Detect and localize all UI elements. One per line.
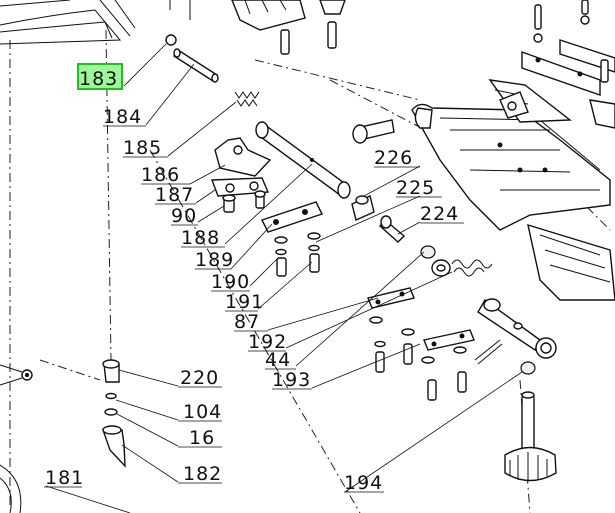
- part-bolt-stack-left: [274, 232, 321, 277]
- callout-181[interactable]: 181: [45, 467, 84, 489]
- part-nut-washer: [420, 245, 451, 277]
- callout-192[interactable]: 192: [248, 331, 287, 353]
- part-bolt-226: [352, 119, 395, 144]
- callout-182[interactable]: 182: [183, 463, 222, 485]
- left-bottom-parts: [0, 364, 33, 513]
- part-left-column: [102, 359, 126, 468]
- leader-lines: [45, 43, 523, 513]
- callout-183[interactable]: 183: [79, 68, 118, 90]
- part-latch-plates: [211, 137, 272, 197]
- callout-labels: 183 184 185 186 187 90 188 189 190 191 8…: [45, 68, 459, 494]
- callout-184[interactable]: 184: [103, 106, 142, 128]
- part-pin: [173, 48, 219, 83]
- part-ball: [165, 34, 177, 46]
- label-underlines: [44, 125, 464, 488]
- part-long-tube: [255, 121, 351, 199]
- callout-191[interactable]: 191: [225, 291, 264, 313]
- top-bracket: [231, 0, 346, 55]
- callout-225[interactable]: 225: [396, 177, 435, 199]
- callout-90[interactable]: 90: [171, 205, 197, 227]
- part-arm-link: [477, 298, 557, 359]
- callout-224[interactable]: 224: [420, 203, 459, 225]
- callout-190[interactable]: 190: [211, 271, 250, 293]
- callout-220[interactable]: 220: [180, 367, 219, 389]
- callout-193[interactable]: 193: [272, 369, 311, 391]
- main-bracket-assembly: [411, 79, 615, 301]
- callout-226[interactable]: 226: [374, 147, 413, 169]
- callout-44[interactable]: 44: [265, 349, 291, 371]
- callout-187[interactable]: 187: [155, 184, 194, 206]
- callout-104[interactable]: 104: [183, 401, 222, 423]
- part-bushing: [351, 195, 375, 221]
- callout-185[interactable]: 185: [123, 137, 162, 159]
- callout-188[interactable]: 188: [181, 227, 220, 249]
- part-bolt-224: [379, 215, 406, 243]
- part-latch-bolts: [222, 190, 266, 213]
- part-knob: [504, 361, 557, 482]
- callout-16[interactable]: 16: [189, 427, 215, 449]
- part-link-plate: [261, 201, 323, 233]
- part-coil-spring: [451, 259, 493, 277]
- callout-194[interactable]: 194: [344, 472, 383, 494]
- callout-189[interactable]: 189: [195, 249, 234, 271]
- highlighted-callout-box: [77, 63, 123, 90]
- frame-tube: [0, 0, 191, 45]
- part-spring: [234, 91, 260, 107]
- callout-87[interactable]: 87: [234, 311, 260, 333]
- top-right-hardware: [521, 0, 615, 129]
- callout-186[interactable]: 186: [141, 164, 180, 186]
